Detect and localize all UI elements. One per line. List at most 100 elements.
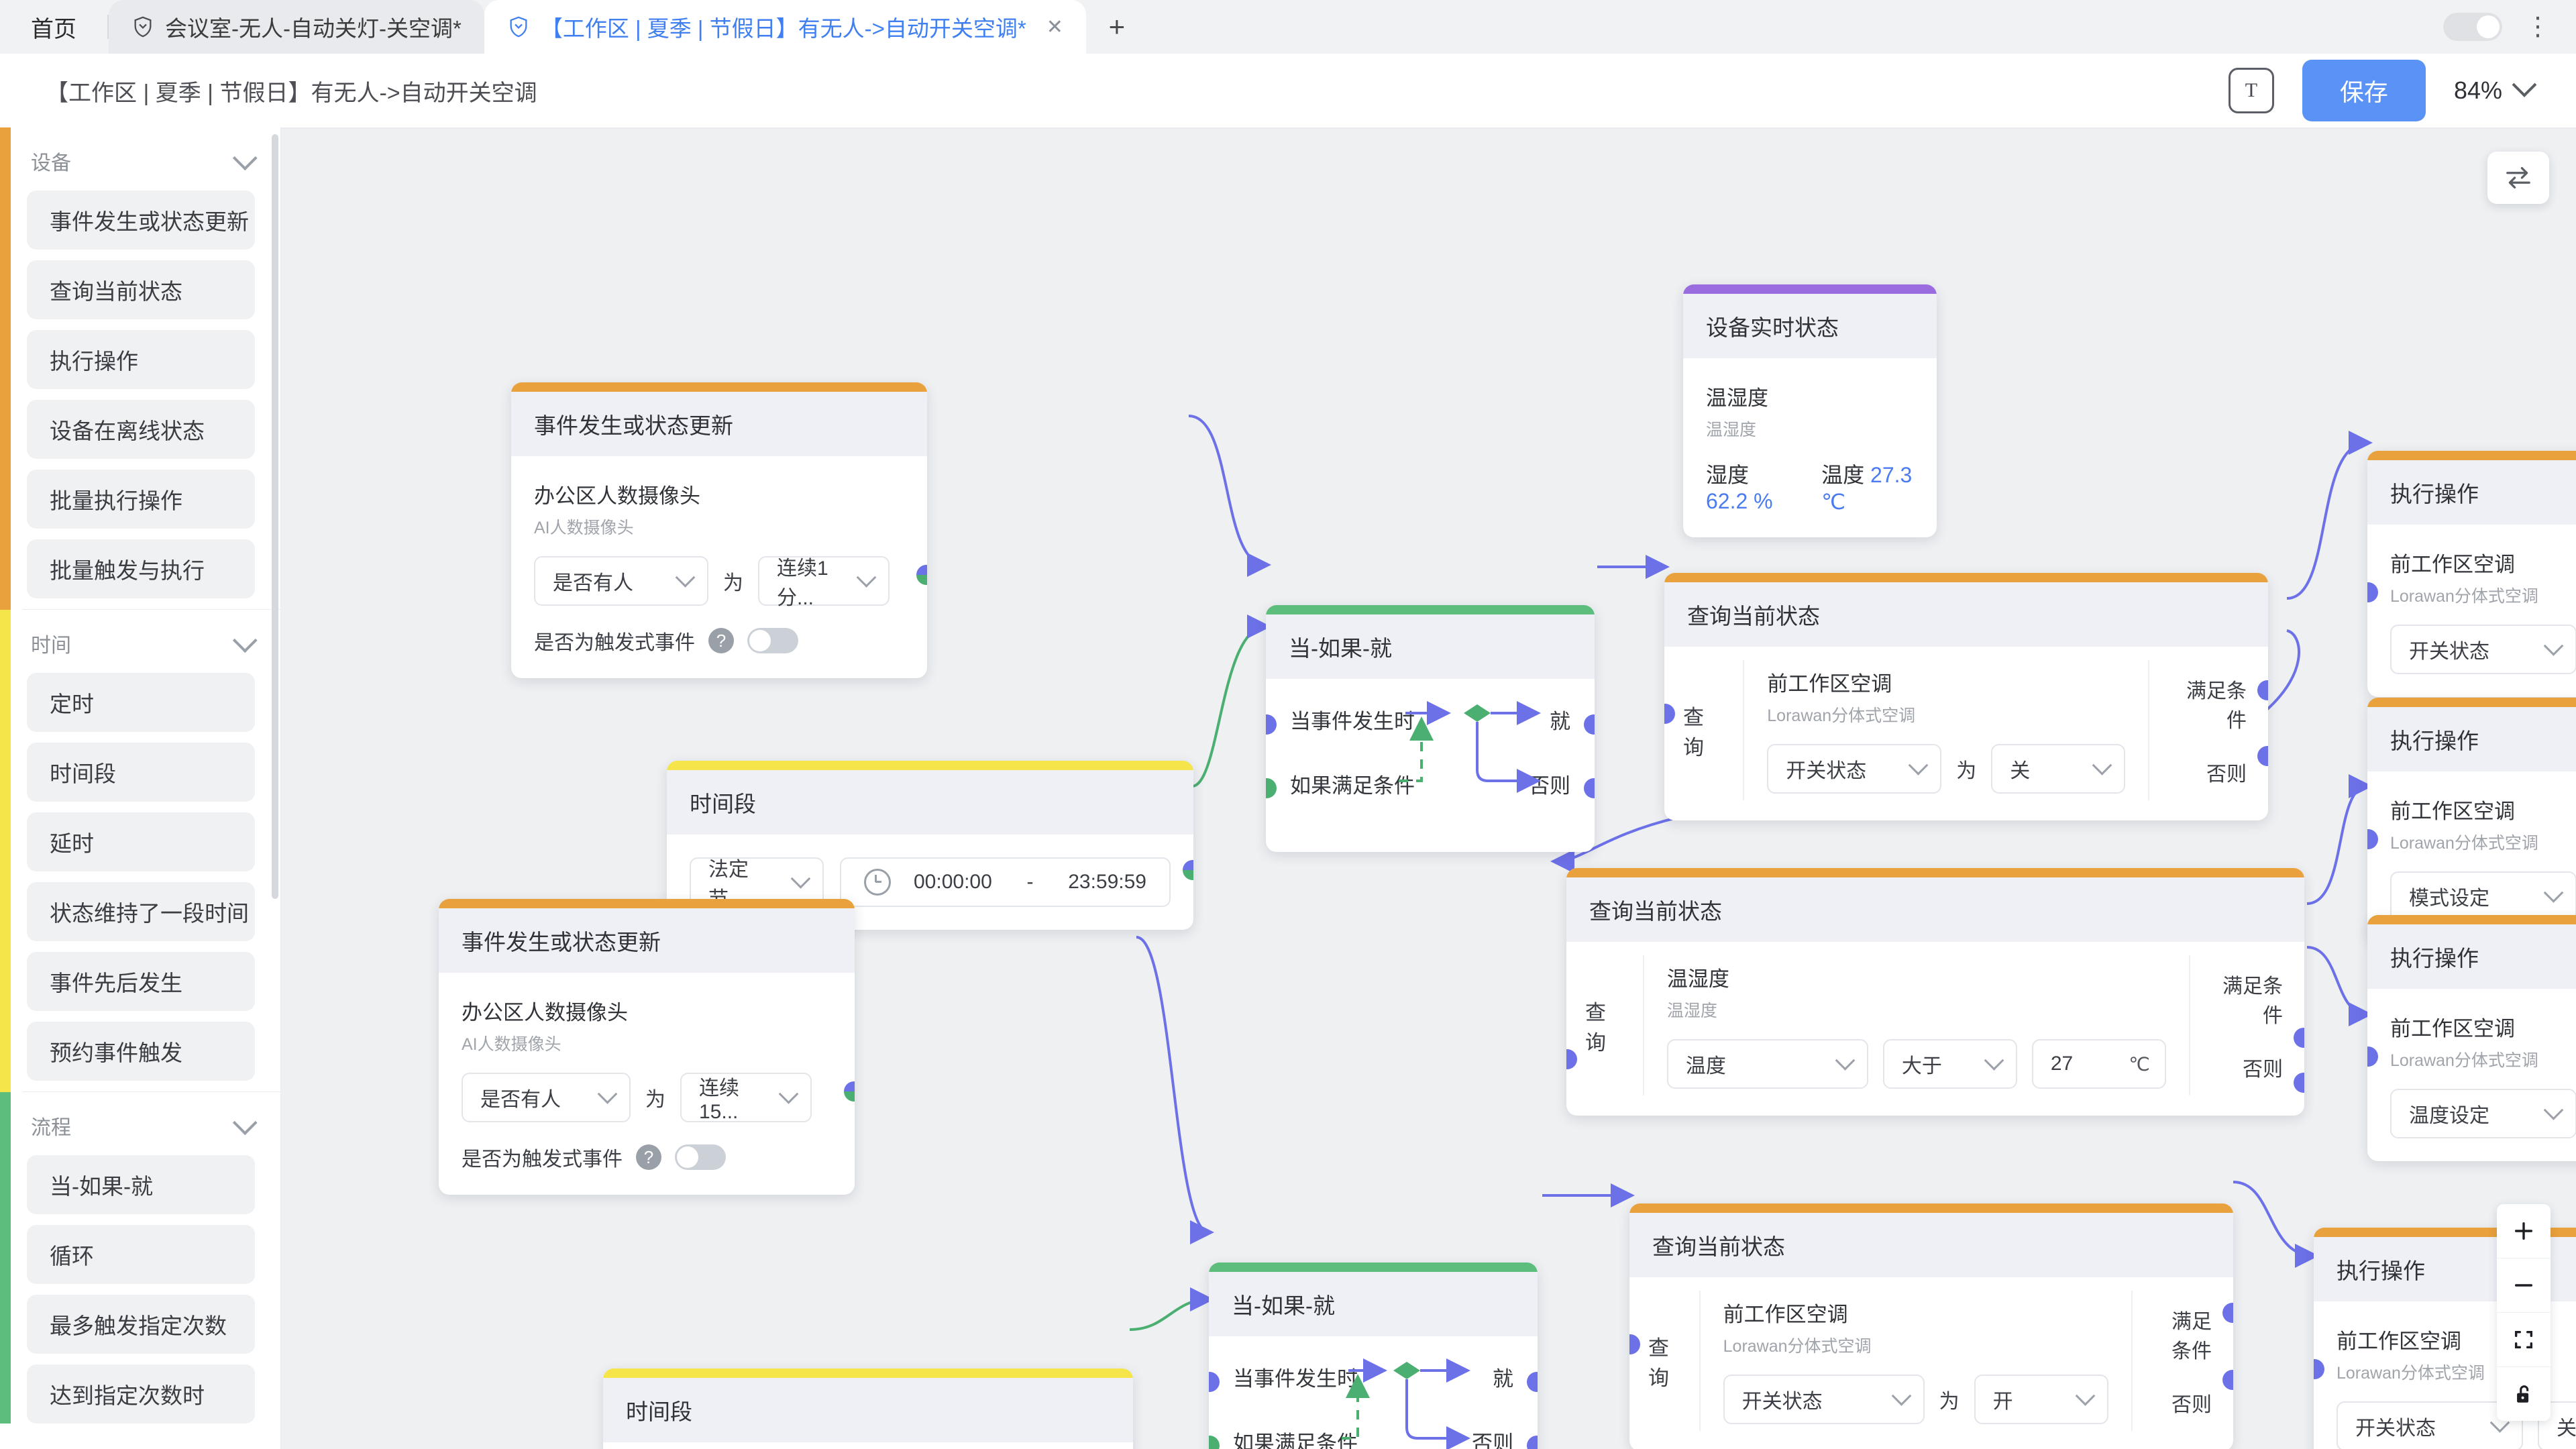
- sidebar-item-batch-execute[interactable]: 批量执行操作: [27, 470, 255, 529]
- unlock-icon: [2517, 1385, 2529, 1403]
- input-port[interactable]: [2367, 582, 2378, 602]
- input-port-if[interactable]: [1209, 1436, 1220, 1449]
- tab-home[interactable]: 首页: [0, 0, 107, 54]
- value-select[interactable]: 连续15...: [680, 1073, 812, 1123]
- tab-meeting-room[interactable]: 会议室-无人-自动关灯-关空调*: [109, 0, 484, 54]
- sidebar-item-reach-count[interactable]: 达到指定次数时: [27, 1364, 255, 1424]
- value-select[interactable]: 开: [1974, 1375, 2108, 1424]
- palette-group-header-time[interactable]: 时间: [0, 610, 280, 673]
- text-tool-icon[interactable]: T: [2228, 68, 2274, 113]
- tab-workzone[interactable]: 【工作区 | 夏季 | 节假日】有无人->自动开关空调* ✕: [484, 0, 1086, 54]
- node-time-period-2[interactable]: 时间段 法定节... 00:00:00 - 23:59:59: [603, 1368, 1133, 1449]
- flow-canvas[interactable]: 事件发生或状态更新 办公区人数摄像头 AI人数摄像头 是否有人 为 连续1分..…: [281, 129, 2576, 1449]
- sidebar-scrollbar[interactable]: [272, 134, 278, 899]
- sidebar-item-event-or-status-update[interactable]: 事件发生或状态更新: [27, 191, 255, 250]
- output-port-else[interactable]: [2294, 1073, 2304, 1093]
- node-when-if-then-2[interactable]: 当-如果-就 当事件发生时 如果满足条件 就 否则: [1209, 1263, 1538, 1449]
- zoom-controls[interactable]: [2497, 1204, 2551, 1421]
- trigger-toggle[interactable]: [747, 628, 798, 653]
- value-select[interactable]: 关: [1991, 744, 2126, 794]
- theme-toggle[interactable]: [2443, 13, 2502, 41]
- sidebar-item-batch-trigger-execute[interactable]: 批量触发与执行: [27, 539, 255, 598]
- input-port[interactable]: [2367, 1046, 2378, 1067]
- output-port-match[interactable]: [2294, 1028, 2304, 1048]
- property-select[interactable]: 是否有人: [462, 1073, 631, 1122]
- output-port-else[interactable]: [2257, 746, 2268, 766]
- property-select[interactable]: 温度: [1666, 1039, 1868, 1089]
- input-port-when[interactable]: [1266, 714, 1277, 735]
- property-select[interactable]: 模式设定: [2390, 871, 2576, 921]
- input-port[interactable]: [2314, 1359, 2324, 1379]
- output-port-match[interactable]: [2222, 1303, 2233, 1323]
- zoom-level-selector[interactable]: 84%: [2454, 72, 2537, 105]
- sidebar-item-state-held[interactable]: 状态维持了一段时间: [27, 882, 255, 941]
- output-port-else[interactable]: [1584, 778, 1595, 798]
- output-port-match[interactable]: [2257, 680, 2268, 700]
- sidebar-item-loop[interactable]: 循环: [27, 1225, 255, 1284]
- more-menu-icon[interactable]: ⋮: [2525, 12, 2551, 41]
- palette-sidebar[interactable]: 设备 事件发生或状态更新 查询当前状态 执行操作 设备在离线状态 批量执行操作 …: [0, 127, 281, 1449]
- node-execute-action-1[interactable]: 执行操作 前工作区空调 Lorawan分体式空调 开关状态 开: [2367, 451, 2576, 697]
- output-port[interactable]: [1183, 860, 1193, 880]
- input-port-when[interactable]: [1209, 1372, 1220, 1392]
- output-port-then[interactable]: [1527, 1372, 1538, 1392]
- sidebar-item-device-online-status[interactable]: 设备在离线状态: [27, 400, 255, 459]
- node-query-current-status-2[interactable]: 查询当前状态 查询 温湿度 温湿度 温度 大于 27℃ 满足条件 否则: [1566, 868, 2304, 1116]
- sidebar-item-when-if-then[interactable]: 当-如果-就: [27, 1155, 255, 1214]
- sidebar-item-timer[interactable]: 定时: [27, 673, 255, 732]
- sidebar-item-scheduled-trigger[interactable]: 预约事件触发: [27, 1022, 255, 1081]
- sidebar-item-query-current-status[interactable]: 查询当前状态: [27, 260, 255, 319]
- zoom-in-button[interactable]: [2497, 1204, 2551, 1258]
- time-range-input[interactable]: 00:00:00 - 23:59:59: [840, 857, 1171, 907]
- new-tab-button[interactable]: +: [1108, 11, 1126, 42]
- help-icon[interactable]: ?: [636, 1144, 661, 1170]
- node-execute-action-2[interactable]: 执行操作 前工作区空调 Lorawan分体式空调 模式设定 制冷: [2367, 698, 2576, 944]
- output-port[interactable]: [916, 565, 927, 585]
- property-select[interactable]: 开关状态: [1767, 744, 1942, 794]
- property-select[interactable]: 是否有人: [534, 556, 708, 606]
- if-label: 如果满足条件: [1233, 1432, 1358, 1449]
- lock-canvas-button[interactable]: [2497, 1367, 2551, 1421]
- close-icon[interactable]: ✕: [1046, 15, 1063, 38]
- sync-layout-button[interactable]: [2487, 152, 2549, 204]
- node-device-realtime-status[interactable]: 设备实时状态 温湿度 温湿度 湿度 62.2 % 温度 27.3 ℃: [1683, 284, 1937, 537]
- period-kind-select[interactable]: 法定节...: [690, 857, 824, 910]
- output-port-else[interactable]: [1527, 1436, 1538, 1449]
- sidebar-item-event-sequence[interactable]: 事件先后发生: [27, 952, 255, 1011]
- wit-diagram: [1399, 701, 1541, 793]
- node-query-current-status-3[interactable]: 查询当前状态 查询 前工作区空调 Lorawan分体式空调 开关状态 为 开 满…: [1629, 1203, 2233, 1449]
- node-event-or-status-update-2[interactable]: 事件发生或状态更新 办公区人数摄像头 AI人数摄像头 是否有人 为 连续15..…: [439, 899, 855, 1195]
- output-port-then[interactable]: [1584, 714, 1595, 735]
- operator-select[interactable]: 大于: [1882, 1039, 2017, 1089]
- fit-view-button[interactable]: [2497, 1313, 2551, 1367]
- node-event-or-status-update-1[interactable]: 事件发生或状态更新 办公区人数摄像头 AI人数摄像头 是否有人 为 连续1分..…: [511, 382, 927, 678]
- property-select[interactable]: 开关状态: [2390, 625, 2576, 674]
- property-select[interactable]: 温度设定: [2390, 1089, 2576, 1138]
- sidebar-item-time-period[interactable]: 时间段: [27, 743, 255, 802]
- node-query-current-status-1[interactable]: 查询当前状态 查询 前工作区空调 Lorawan分体式空调 开关状态 为 关 满…: [1664, 573, 2268, 820]
- output-port[interactable]: [844, 1081, 855, 1102]
- input-port[interactable]: [1664, 704, 1675, 724]
- node-execute-action-3[interactable]: 执行操作 前工作区空调 Lorawan分体式空调 温度设定 26.0℃: [2367, 915, 2576, 1161]
- sidebar-item-execute-action[interactable]: 执行操作: [27, 330, 255, 389]
- output-port-else[interactable]: [2222, 1370, 2233, 1390]
- value-select[interactable]: 连续1分...: [758, 556, 890, 609]
- threshold-input[interactable]: 27℃: [2031, 1039, 2166, 1089]
- palette-group-header-flow[interactable]: 流程: [0, 1092, 280, 1155]
- help-icon[interactable]: ?: [708, 628, 734, 653]
- input-port-if[interactable]: [1266, 778, 1277, 798]
- zoom-out-button[interactable]: [2497, 1258, 2551, 1313]
- property-select[interactable]: 开关状态: [1723, 1375, 1925, 1424]
- trigger-toggle[interactable]: [675, 1144, 726, 1170]
- input-port[interactable]: [1566, 1049, 1577, 1069]
- save-button[interactable]: 保存: [2302, 60, 2426, 121]
- chevron-down-icon: [2543, 1099, 2564, 1120]
- sidebar-item-delay[interactable]: 延时: [27, 812, 255, 871]
- palette-group-header-device[interactable]: 设备: [0, 127, 280, 191]
- node-when-if-then-1[interactable]: 当-如果-就 当事件发生时 如果满足条件 就 否则: [1266, 605, 1595, 852]
- input-port[interactable]: [2367, 829, 2378, 849]
- sidebar-item-max-trigger-count[interactable]: 最多触发指定次数: [27, 1295, 255, 1354]
- chevron-down-icon: [597, 1083, 618, 1104]
- input-port[interactable]: [1629, 1334, 1640, 1354]
- property-select[interactable]: 开关状态: [2337, 1401, 2523, 1449]
